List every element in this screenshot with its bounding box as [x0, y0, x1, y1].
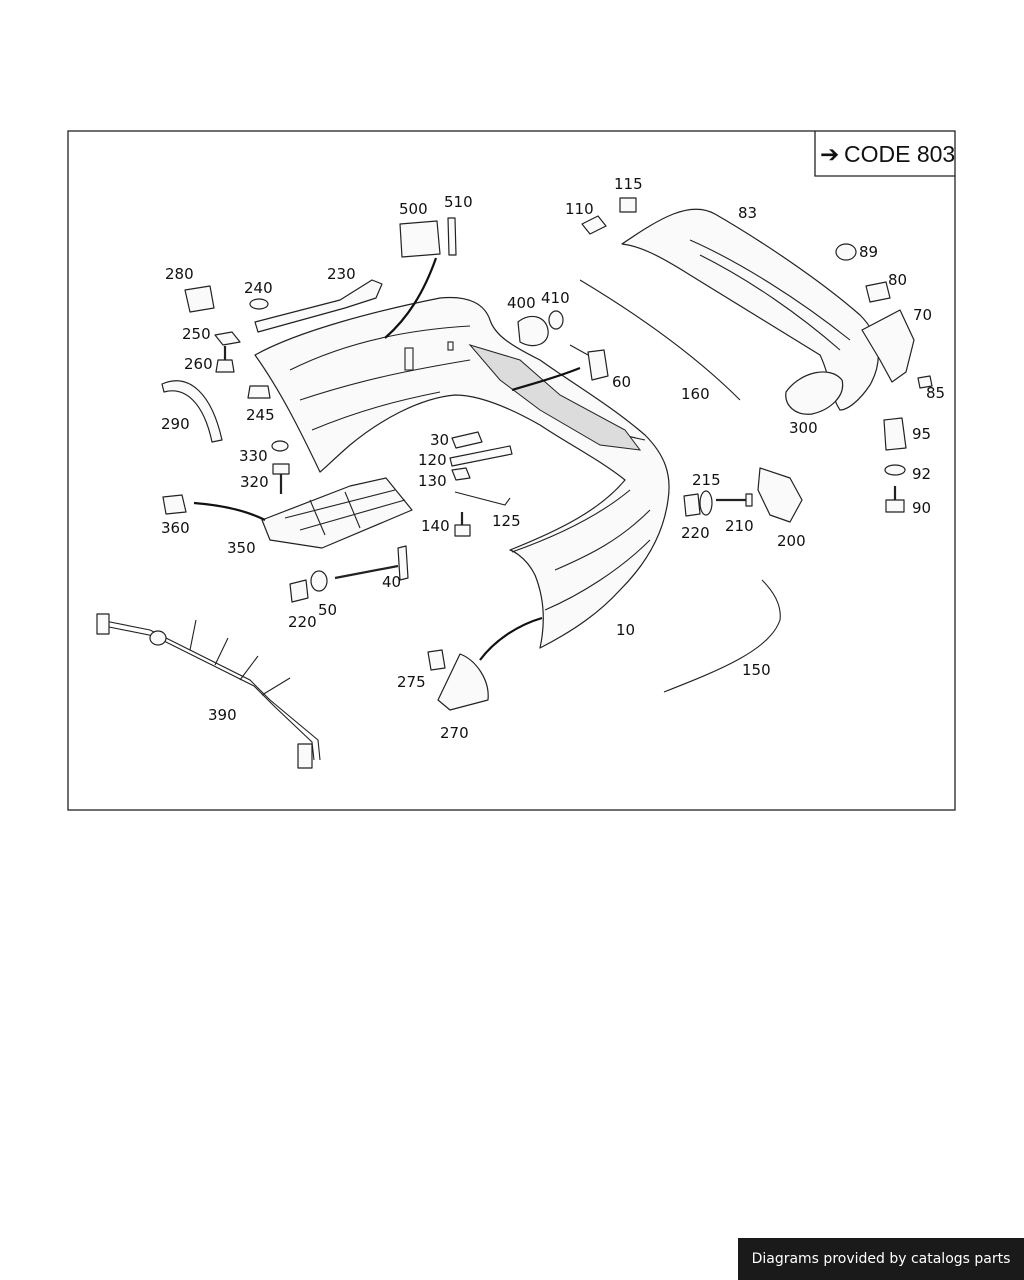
label-110: 110: [565, 200, 594, 218]
cover-500-part: [399, 220, 441, 258]
label-140: 140: [421, 517, 450, 535]
strip-160-part: [579, 279, 741, 401]
nut-220-left-part: [289, 579, 309, 603]
washer-50-part: [310, 570, 328, 592]
label-220-right: 220: [681, 524, 710, 542]
strap-120-part: [449, 445, 513, 467]
clip-280-part: [184, 285, 215, 313]
label-210: 210: [725, 517, 754, 535]
towhook-300-part: [785, 371, 844, 415]
label-240: 240: [244, 279, 273, 297]
washer-92-part: [884, 464, 906, 476]
label-280: 280: [165, 265, 194, 283]
label-360: 360: [161, 519, 190, 537]
cover-60-part: [569, 344, 609, 381]
label-390: 390: [208, 706, 237, 724]
label-85: 85: [926, 384, 945, 402]
bracket-200-part: [757, 467, 803, 523]
label-50: 50: [318, 601, 337, 619]
label-115: 115: [614, 175, 643, 193]
clip-360-part: [162, 494, 187, 515]
bumper-cover-part: [254, 296, 670, 649]
code-arrow: ➔: [820, 141, 839, 167]
label-510: 510: [444, 193, 473, 211]
wiring-harness-390-part: [96, 613, 321, 769]
screw-260-part: [215, 346, 235, 373]
seal-510-part: [447, 217, 457, 256]
label-260: 260: [184, 355, 213, 373]
label-330: 330: [239, 447, 268, 465]
label-60: 60: [612, 373, 631, 391]
bracket-70-part: [861, 309, 915, 383]
label-92: 92: [912, 465, 931, 483]
clip-115-part: [619, 197, 637, 213]
label-270: 270: [440, 724, 469, 742]
label-290: 290: [161, 415, 190, 433]
strap-125-part: [454, 491, 511, 506]
ring-410-part: [548, 310, 564, 330]
label-245: 245: [246, 406, 275, 424]
label-120: 120: [418, 451, 447, 469]
clip-95-part: [883, 417, 907, 451]
label-220-left: 220: [288, 613, 317, 631]
part-labels: 10 30 40 50 60 70 80 83 85 89 90 92 95 1…: [161, 175, 945, 742]
label-275: 275: [397, 673, 426, 691]
code-label: CODE 803: [844, 141, 955, 167]
label-400: 400: [507, 294, 536, 312]
bolt-210-part: [716, 493, 753, 507]
label-500: 500: [399, 200, 428, 218]
code-box: ➔ CODE 803: [814, 131, 955, 177]
label-410: 410: [541, 289, 570, 307]
clip-275-part: [427, 649, 446, 671]
assembly-arrows: [193, 257, 581, 661]
footer-credit: Diagrams provided by catalogs parts: [738, 1238, 1024, 1280]
diagram-frame: [67, 130, 956, 811]
clip-250-part: [214, 331, 241, 346]
label-30: 30: [430, 431, 449, 449]
label-230: 230: [327, 265, 356, 283]
label-150: 150: [742, 661, 771, 679]
label-40: 40: [382, 573, 401, 591]
label-215: 215: [692, 471, 721, 489]
clip-130-part: [451, 467, 471, 481]
clip-80-part: [865, 281, 891, 303]
label-10: 10: [616, 621, 635, 639]
label-80: 80: [888, 271, 907, 289]
nut-245-part: [247, 385, 271, 399]
tray-350-part: [261, 477, 413, 549]
clip-110-part: [581, 215, 607, 235]
label-83: 83: [738, 204, 757, 222]
label-350: 350: [227, 539, 256, 557]
bracket-270-part: [437, 653, 489, 711]
clip-85-part: [917, 375, 933, 389]
washer-240-part: [249, 298, 269, 310]
rail-230-part: [254, 279, 383, 333]
sensor-400-part: [517, 315, 549, 347]
label-125: 125: [492, 512, 521, 530]
arch-290-part: [161, 380, 223, 443]
label-250: 250: [182, 325, 211, 343]
screw-90-part: [885, 486, 905, 513]
strip-150-part: [663, 579, 781, 693]
washer-215-part: [699, 490, 713, 516]
label-160: 160: [681, 385, 710, 403]
washer-330-part: [271, 440, 289, 452]
label-300: 300: [789, 419, 818, 437]
bracket-30-part: [451, 431, 483, 449]
label-70: 70: [913, 306, 932, 324]
label-90: 90: [912, 499, 931, 517]
bolt-40-part: [334, 545, 409, 581]
label-200: 200: [777, 532, 806, 550]
label-320: 320: [240, 473, 269, 491]
label-89: 89: [859, 243, 878, 261]
label-95: 95: [912, 425, 931, 443]
bolt-320-part: [272, 463, 290, 494]
clip-89-part: [835, 243, 857, 261]
label-130: 130: [418, 472, 447, 490]
diffuser-83-part: [621, 208, 879, 411]
screw-140-part: [454, 512, 471, 537]
nut-220-right-part: [683, 493, 701, 517]
